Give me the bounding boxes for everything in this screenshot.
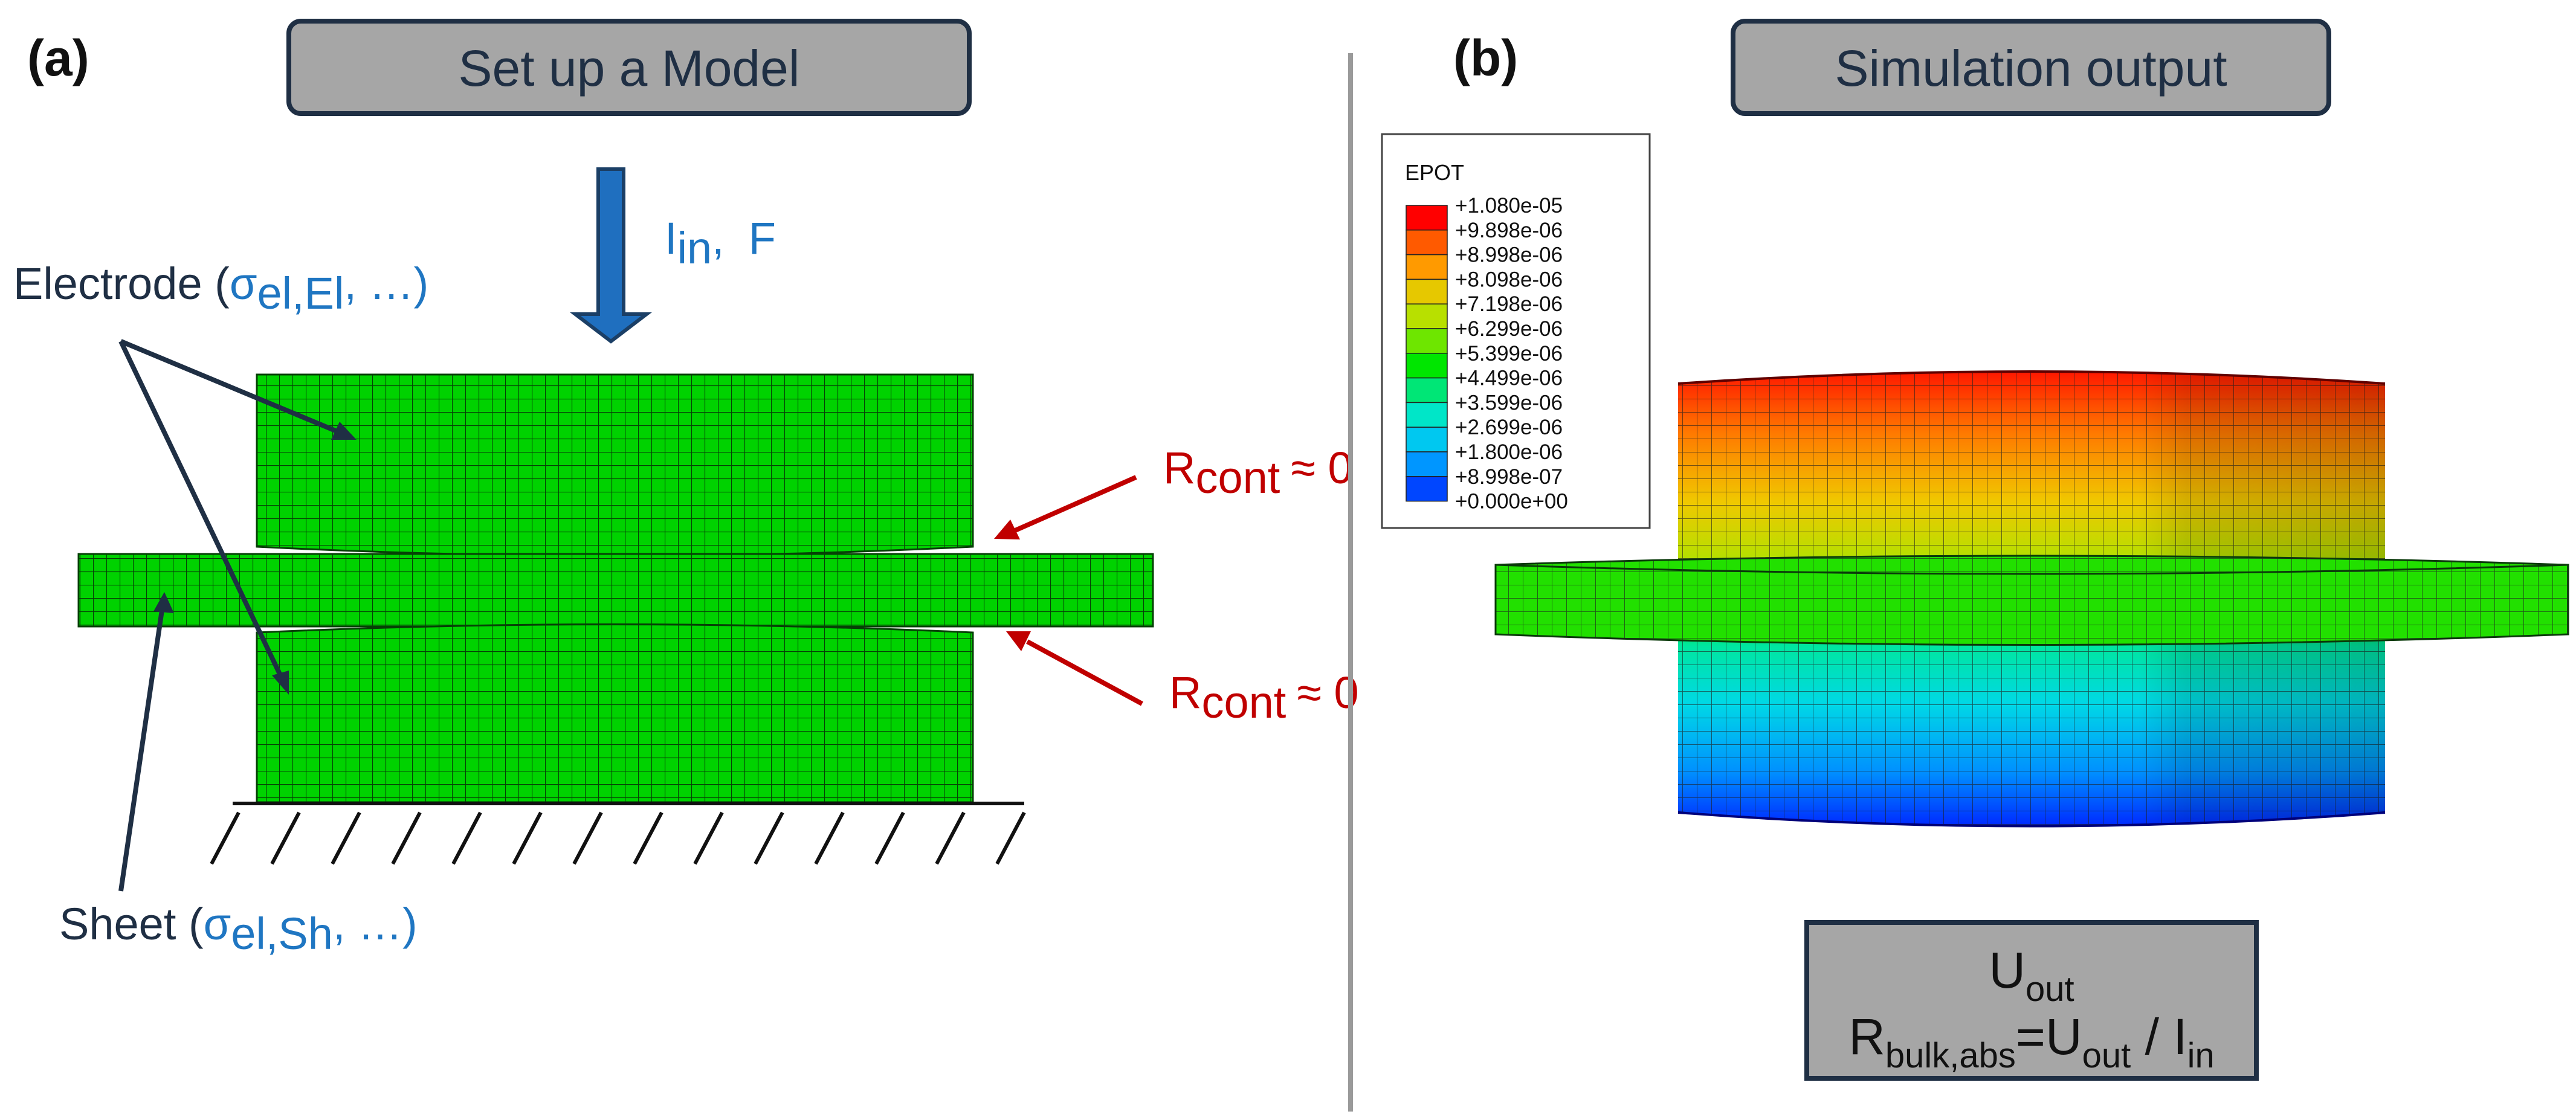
legend-swatch (1406, 278, 1448, 304)
sheet-label: Sheet (σel,Sh, …) (59, 899, 418, 959)
ground-fixture-icon (210, 802, 1026, 865)
sheet-pointer-arrow (118, 592, 174, 892)
force-arrow-icon (570, 167, 652, 344)
legend-swatch (1406, 328, 1448, 354)
formula-box: Uout Rbulk,abs=Uout / Iin (1804, 920, 2259, 1081)
legend-value: +5.399e-06 (1455, 342, 1563, 365)
rcont-bottom-arrow (1006, 631, 1143, 706)
legend-value-labels: +1.080e-05+9.898e-06+8.998e-06+8.098e-06… (1455, 194, 1568, 513)
legend-swatch (1406, 353, 1448, 379)
formula-resistance: Rbulk,abs=Uout / Iin (1848, 1008, 2215, 1075)
legend-value: +8.998e-06 (1455, 243, 1563, 267)
formula-voltage: Uout (1989, 942, 2074, 1009)
legend-swatch (1406, 377, 1448, 404)
legend-color-bar (1406, 205, 1448, 502)
legend-value: +0.000e+00 (1455, 490, 1568, 513)
panel-a-label: (a) (27, 30, 89, 86)
legend-value: +1.800e-06 (1455, 440, 1563, 464)
legend-swatch (1406, 303, 1448, 329)
legend-swatch (1406, 402, 1448, 428)
panel-b-label: (b) (1453, 30, 1518, 86)
bottom-electrode-mesh (256, 623, 974, 803)
rcont-bottom-label: Rcont≈ 0 (1169, 668, 1359, 727)
legend-value: +8.998e-07 (1455, 465, 1563, 489)
panel-a-title-box: Set up a Model (286, 19, 972, 116)
panel-b-title: Simulation output (1835, 40, 2227, 97)
rcont-top-label: Rcont≈ 0 (1163, 443, 1353, 503)
legend-value: +1.080e-05 (1455, 194, 1563, 217)
legend-value: +7.198e-06 (1455, 292, 1563, 316)
legend-swatch (1406, 451, 1448, 477)
top-electrode-mesh (256, 373, 974, 557)
legend-swatch (1406, 230, 1448, 256)
epot-legend: EPOT +1.080e-05+9.898e-06+8.998e-06+8.09… (1381, 133, 1651, 529)
legend-value: +8.098e-06 (1455, 268, 1563, 291)
legend-swatch (1406, 476, 1448, 502)
simulation-result-render (1494, 370, 2569, 828)
rcont-top-arrow (994, 475, 1137, 539)
electrode-label: Electrode (σel,El, …) (13, 259, 428, 318)
legend-value: +2.699e-06 (1455, 416, 1563, 439)
legend-value: +9.898e-06 (1455, 219, 1563, 242)
sheet-mesh (77, 553, 1154, 628)
legend-swatch (1406, 205, 1448, 231)
panel-a-title: Set up a Model (458, 40, 799, 97)
legend-swatch (1406, 254, 1448, 280)
panel-b-title-box: Simulation output (1731, 19, 2331, 116)
electrode-pointer-arrows (118, 339, 357, 695)
legend-value: +6.299e-06 (1455, 317, 1563, 341)
legend-value: +4.499e-06 (1455, 367, 1563, 390)
legend-title: EPOT (1405, 160, 1464, 185)
legend-swatch (1406, 426, 1448, 452)
legend-value: +3.599e-06 (1455, 391, 1563, 414)
input-label: Iin,F (665, 213, 776, 273)
